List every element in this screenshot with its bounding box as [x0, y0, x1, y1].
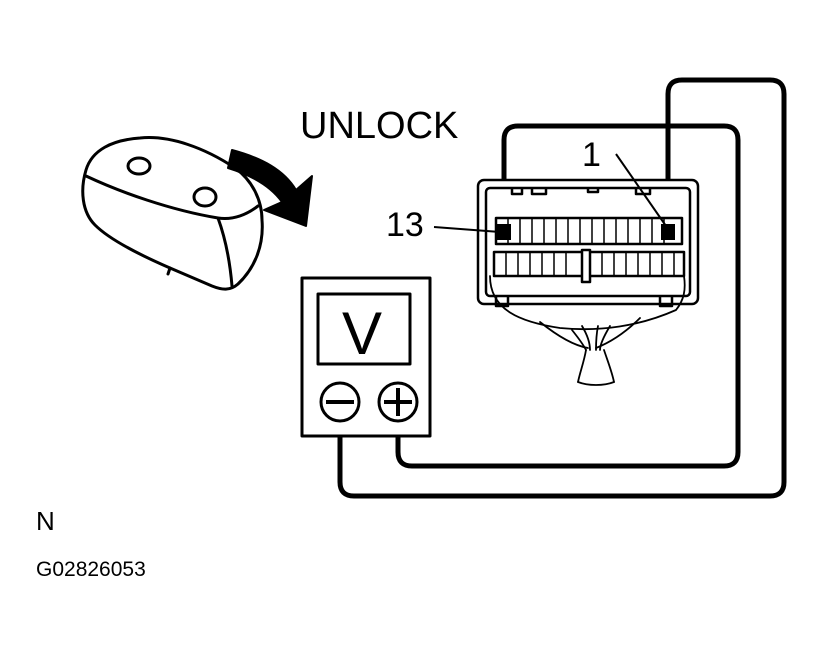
minus-terminal-icon	[319, 381, 361, 423]
pin-1-leader	[615, 153, 667, 227]
figure-code: G02826053	[36, 558, 146, 581]
connector-cavities	[505, 218, 675, 276]
voltmeter-label: V	[342, 300, 382, 367]
pin-13-leader	[433, 226, 501, 233]
positive-lead	[395, 123, 741, 469]
negative-lead	[337, 77, 787, 499]
key-fob-icon	[81, 136, 264, 291]
wire-harness	[489, 275, 686, 386]
corner-letter: N	[36, 506, 55, 536]
pin-1-label: 1	[582, 136, 601, 174]
test-leads	[337, 77, 787, 499]
pin-1-probe	[661, 224, 675, 240]
unlock-label: UNLOCK	[300, 105, 458, 147]
curved-arrow-icon	[227, 149, 313, 227]
pin-13-label: 13	[386, 206, 424, 244]
plus-terminal-icon	[377, 381, 419, 423]
pin-13-probe	[497, 224, 511, 240]
connector-icon	[476, 178, 700, 308]
probe-tips	[497, 224, 675, 240]
